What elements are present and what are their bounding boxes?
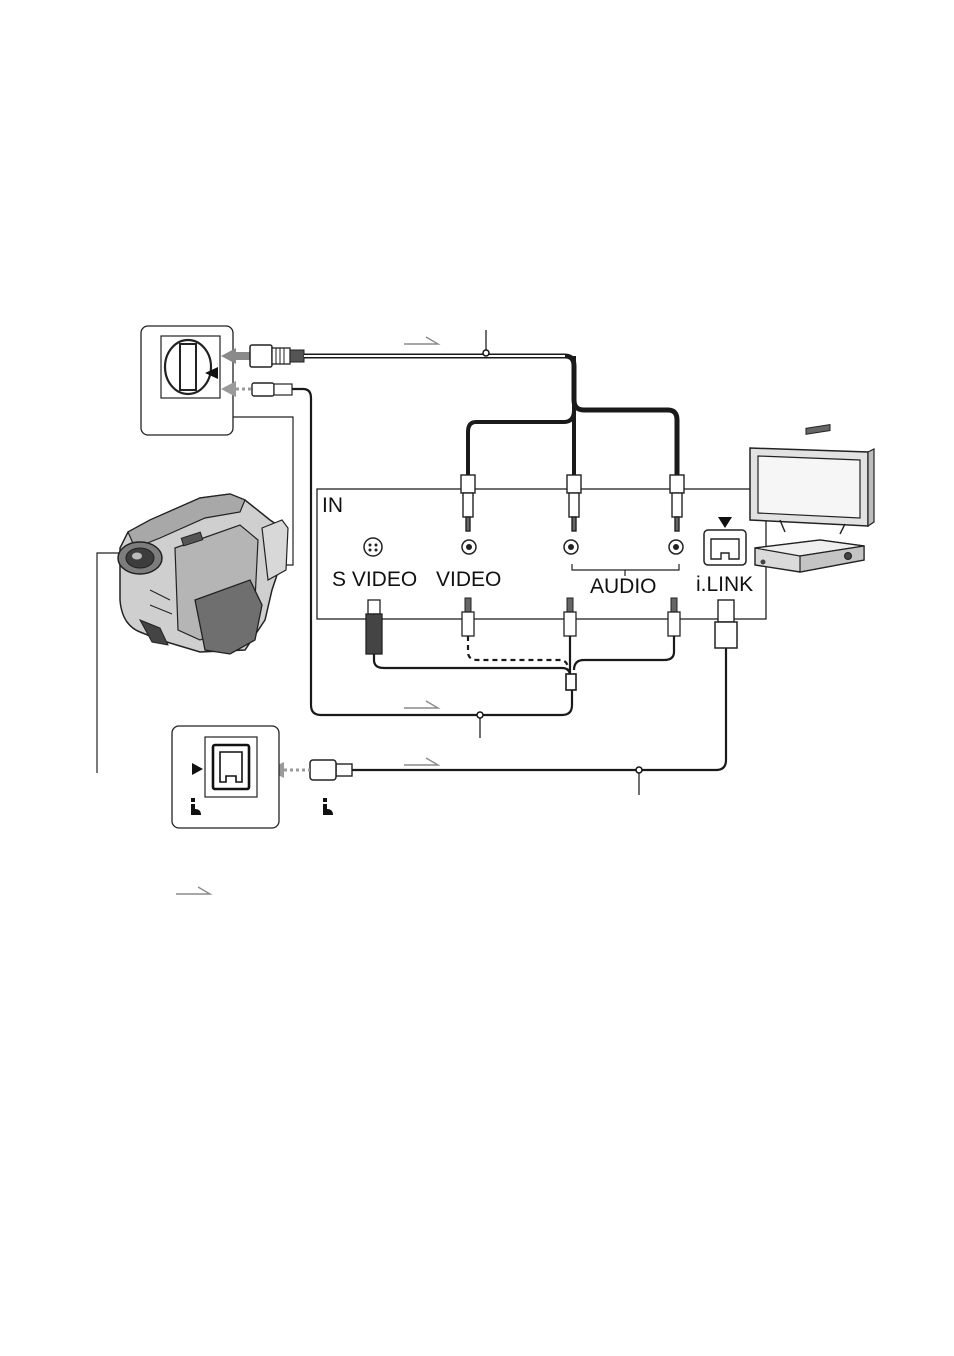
lower-cables [374, 636, 674, 690]
ilink-logo-icon [323, 798, 333, 815]
in-label: IN [322, 494, 343, 517]
television-icon [750, 448, 874, 534]
audio-label: AUDIO [590, 575, 657, 598]
video-label: VIDEO [436, 568, 501, 591]
ilink-label: i.LINK [696, 573, 753, 596]
camcorder-icon [118, 494, 288, 654]
s-video-plug [221, 381, 292, 397]
s-video-label: S VIDEO [332, 568, 417, 591]
ilink-jack-inset [172, 726, 279, 828]
device-input-panel: IN S VIDEO VIDEO AUDIO i.LINK [317, 489, 766, 619]
av-jack-inset [141, 326, 233, 435]
ilink-plug [268, 760, 352, 780]
av-cable [304, 330, 677, 475]
s-video-jack [364, 538, 382, 556]
ilink-cable [352, 648, 726, 795]
